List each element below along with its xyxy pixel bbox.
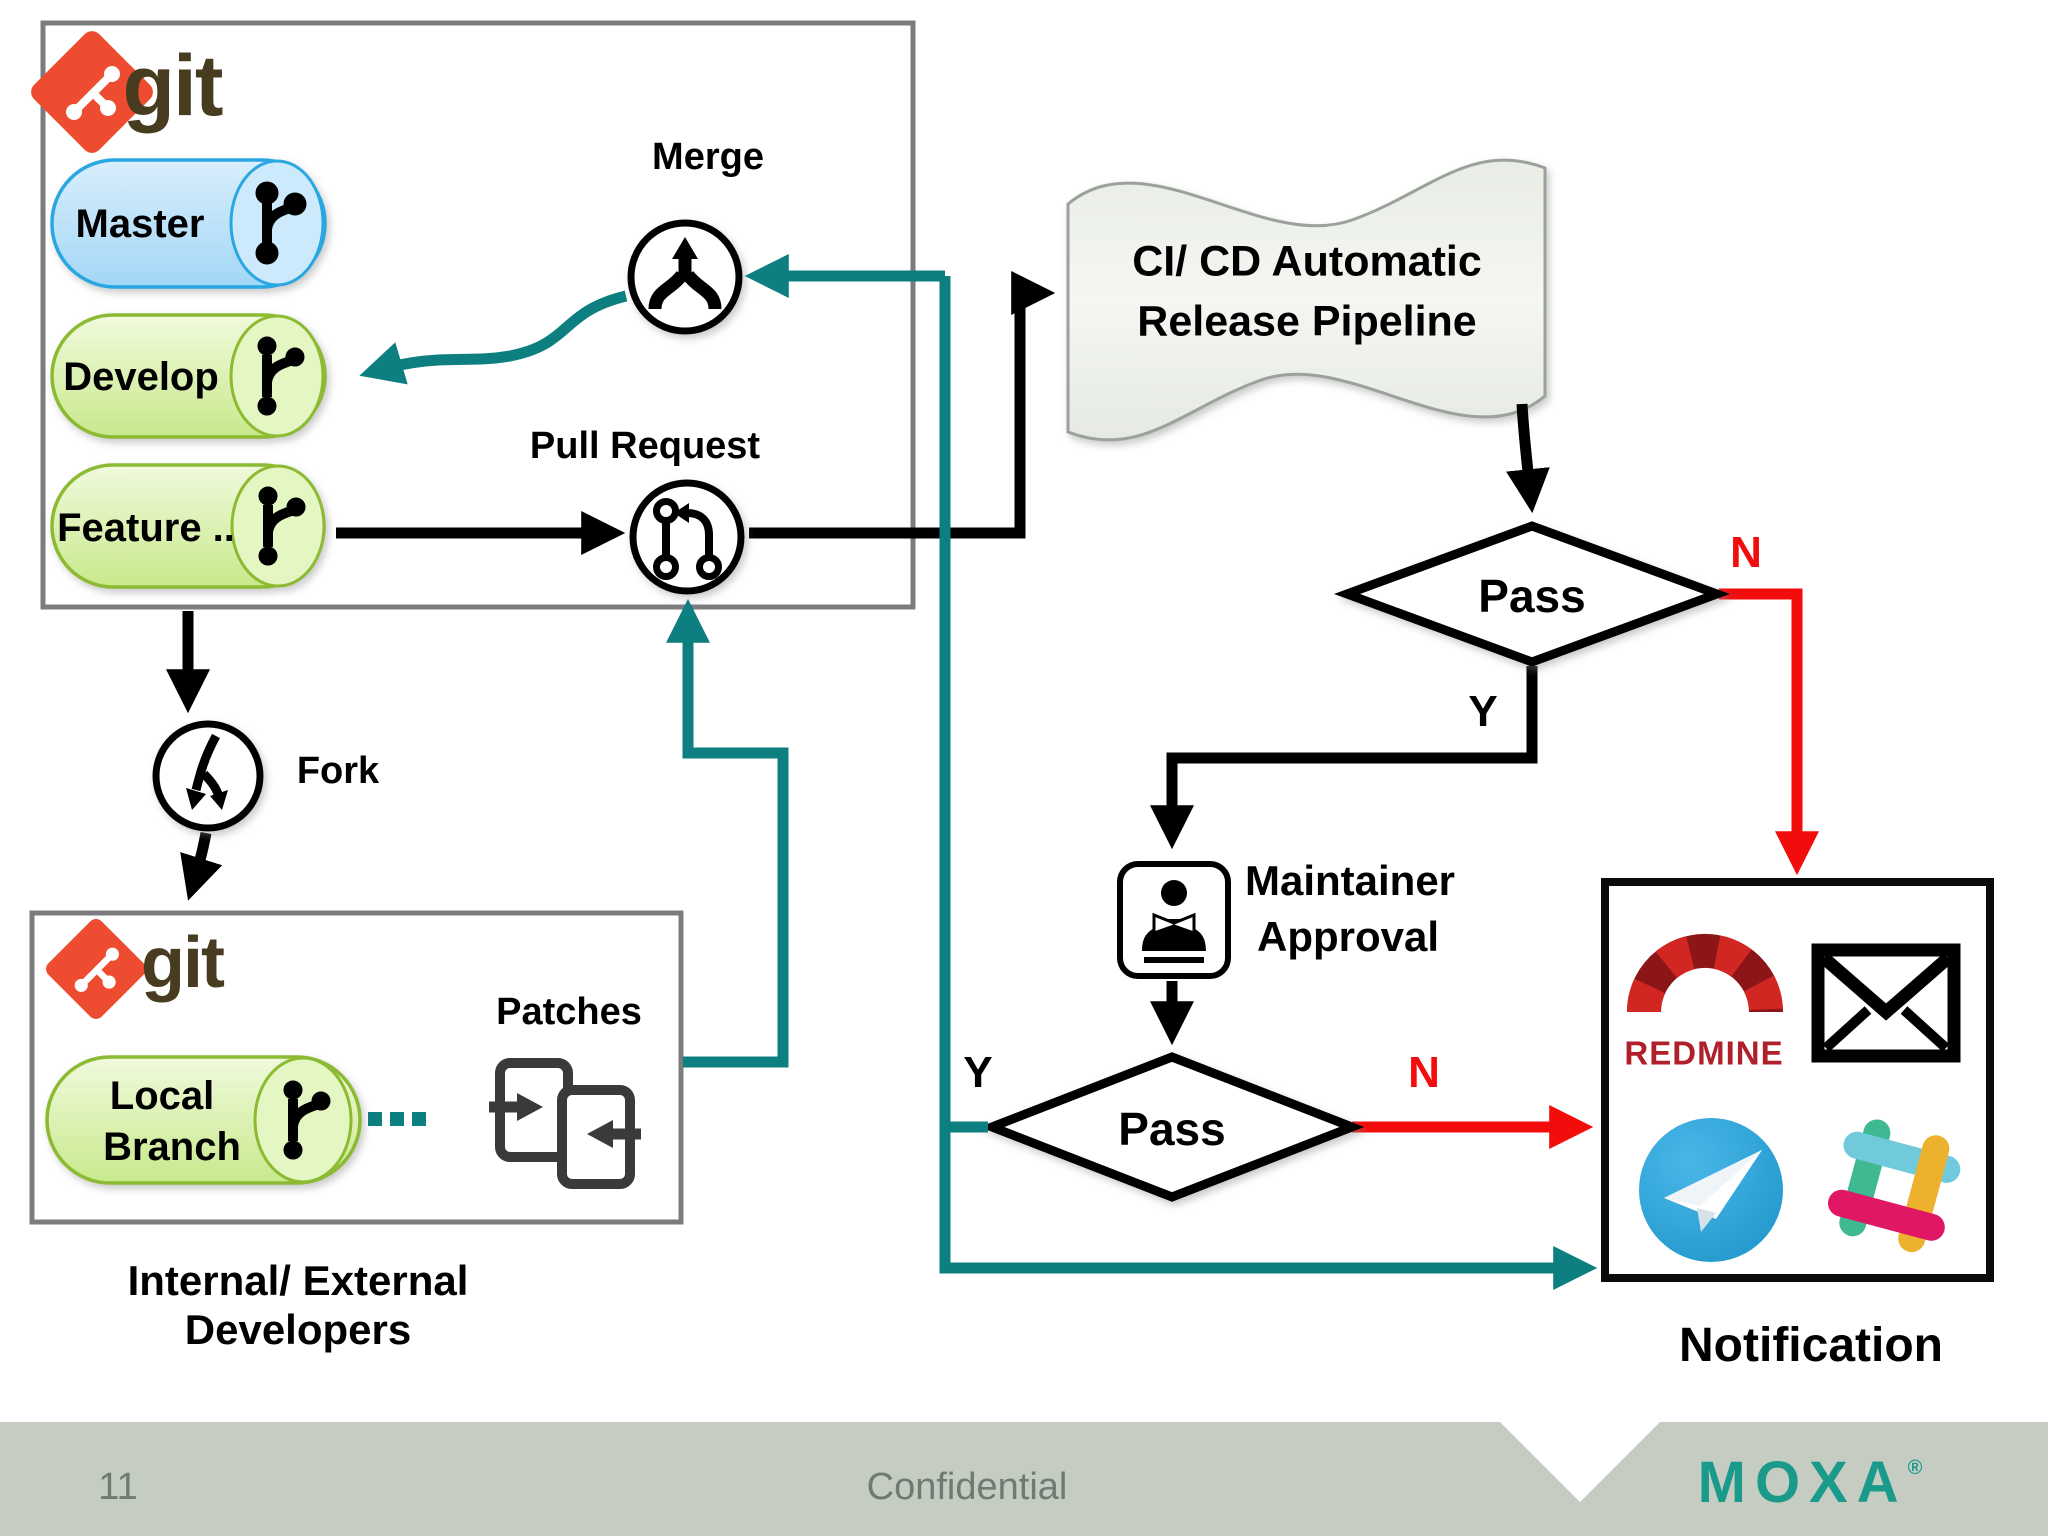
telegram-icon — [1639, 1118, 1783, 1262]
branch-develop-label: Develop — [63, 355, 219, 399]
fork-icon — [152, 720, 264, 832]
redmine-wordmark: REDMINE — [1624, 1034, 1784, 1072]
slack-icon — [1827, 1119, 1961, 1253]
git-wordmark-upstream: git — [122, 38, 223, 134]
pass1-no-label: N — [1730, 528, 1762, 577]
pass2-label: Pass — [1118, 1103, 1226, 1155]
maintainer-approval-icon — [1117, 861, 1231, 979]
pipeline-banner — [1066, 158, 1547, 442]
git-logo-icon — [46, 919, 146, 1019]
pipeline-title-line2: Release Pipeline — [1137, 297, 1477, 346]
teal-feedback-line — [939, 276, 1598, 1290]
pull-request-label: Pull Request — [529, 425, 761, 467]
fork-label: Fork — [296, 750, 380, 792]
redmine-logo-icon — [1627, 934, 1783, 1013]
ellipsis-dots — [368, 1112, 426, 1126]
teal-connectors — [359, 254, 1598, 1290]
merge-label: Merge — [652, 136, 764, 178]
patch-file-icon — [489, 1058, 573, 1162]
merge-icon — [627, 219, 743, 335]
developers-caption-line1: Internal/ External — [127, 1257, 469, 1304]
branch-local — [45, 1055, 362, 1185]
pipeline-title-line1: CI/ CD Automatic — [1132, 237, 1482, 286]
moxa-logo: MOXA® — [1698, 1454, 1923, 1512]
local-branch-label-line1: Local — [109, 1074, 215, 1118]
branch-feature — [50, 463, 326, 589]
branch-feature-label: Feature .. — [57, 506, 235, 550]
local-branch-label-line2: Branch — [103, 1125, 241, 1169]
arrow-pass1-yes-to-maintainer — [1150, 666, 1538, 850]
arrow-merge-to-develop — [359, 290, 628, 385]
moxa-logo-text: MOXA — [1697, 1450, 1908, 1515]
pass2-no-label: N — [1408, 1048, 1440, 1097]
branch-master — [50, 158, 327, 289]
confidential-label: Confidential — [866, 1466, 1068, 1508]
red-connectors — [1352, 588, 1819, 1149]
arrow-pr-to-pipeline — [749, 271, 1056, 539]
patch-file-icon — [557, 1085, 641, 1189]
branch-icon — [255, 181, 307, 265]
pull-request-icon — [629, 479, 745, 595]
git-logo-icon — [31, 31, 153, 153]
page-number: 11 — [98, 1466, 138, 1508]
maintainer-label-line2: Approval — [1256, 913, 1440, 960]
email-icon — [1811, 943, 1961, 1063]
registered-mark: ® — [1907, 1457, 1923, 1479]
pass1-label: Pass — [1478, 570, 1586, 622]
arrow-pass1-no-to-notification — [1719, 588, 1819, 876]
black-connectors — [166, 271, 1550, 1046]
developers-caption-line2: Developers — [184, 1306, 412, 1353]
footer-band — [0, 1422, 2048, 1536]
pass1-yes-label: Y — [1468, 687, 1498, 736]
branch-pills — [45, 158, 362, 1185]
arrow-fork-to-localrepo — [180, 832, 223, 901]
maintainer-label-line1: Maintainer — [1244, 857, 1456, 904]
footer-notch — [1500, 1422, 1660, 1502]
branch-icon — [257, 336, 305, 416]
branch-develop — [50, 313, 327, 439]
git-wordmark-local: git — [141, 923, 225, 1003]
pass1-diamond — [1333, 521, 1731, 667]
arrow-pipeline-to-pass1 — [1506, 403, 1550, 514]
patches-label: Patches — [496, 991, 642, 1033]
decision-diamonds — [979, 521, 1731, 1202]
notification-label: Notification — [1679, 1319, 1943, 1372]
branch-icon — [283, 1080, 331, 1160]
pass2-yes-label: Y — [963, 1048, 993, 1097]
branch-master-label: Master — [75, 202, 205, 246]
pass2-diamond — [979, 1052, 1365, 1202]
branch-icon — [258, 486, 306, 566]
arrow-patches-to-pr — [666, 598, 789, 1068]
patch-file-icons — [489, 1058, 641, 1189]
